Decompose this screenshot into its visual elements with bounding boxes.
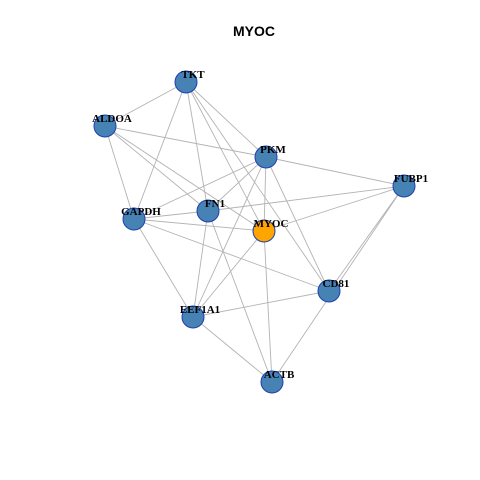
node-fn1: FN1 <box>196 198 225 223</box>
plot-title: MYOC <box>233 23 275 39</box>
node-circle-fn1 <box>196 199 220 223</box>
edge-pkm-gapdh <box>133 156 267 220</box>
node-actb: ACTB <box>260 369 295 394</box>
node-aldoa: ALDOA <box>92 113 132 138</box>
node-label-fn1: FN1 <box>205 198 225 210</box>
node-label-pkm: PKM <box>260 144 286 156</box>
node-label-tkt: TKT <box>181 69 205 81</box>
edge-myoc-actb <box>263 230 273 383</box>
node-pkm: PKM <box>254 144 286 169</box>
node-label-eef1a1: EEF1A1 <box>180 304 220 316</box>
edge-cd81-eef1a1 <box>192 290 330 318</box>
edge-myoc-eef1a1 <box>192 230 265 318</box>
node-circle-gapdh <box>122 207 146 231</box>
edge-fn1-eef1a1 <box>192 210 209 318</box>
node-circle-fubp1 <box>392 174 416 198</box>
edge-aldoa-pkm <box>104 125 267 158</box>
edge-aldoa-gapdh <box>104 125 135 220</box>
edge-tkt-aldoa <box>104 81 187 127</box>
node-gapdh: GAPDH <box>121 206 161 231</box>
node-tkt: TKT <box>174 69 205 94</box>
node-label-myoc: MYOC <box>254 218 289 230</box>
node-label-aldoa: ALDOA <box>92 113 132 125</box>
node-fubp1: FUBP1 <box>392 173 428 198</box>
node-myoc: MYOC <box>252 218 289 243</box>
node-circle-tkt <box>174 70 198 94</box>
edge-pkm-fn1 <box>207 156 267 212</box>
edge-fn1-actb <box>207 210 273 383</box>
edge-tkt-myoc <box>185 81 265 232</box>
node-circle-cd81 <box>317 279 341 303</box>
node-circle-pkm <box>254 145 278 169</box>
node-cd81: CD81 <box>317 278 350 303</box>
edge-gapdh-fn1 <box>133 210 209 220</box>
edge-layer <box>104 81 405 383</box>
edge-fubp1-cd81 <box>328 185 405 292</box>
edge-pkm-myoc <box>263 156 267 232</box>
node-label-fubp1: FUBP1 <box>394 173 428 185</box>
node-circle-myoc <box>252 219 276 243</box>
node-label-cd81: CD81 <box>323 278 350 290</box>
edge-pkm-fubp1 <box>265 156 405 187</box>
edge-aldoa-myoc <box>104 125 265 232</box>
edge-tkt-cd81 <box>185 81 330 292</box>
node-circle-actb <box>260 370 284 394</box>
node-circle-eef1a1 <box>181 305 205 329</box>
node-eef1a1: EEF1A1 <box>180 304 220 329</box>
node-label-gapdh: GAPDH <box>121 206 161 218</box>
edge-eef1a1-actb <box>192 316 273 383</box>
edge-gapdh-myoc <box>133 218 265 232</box>
edge-tkt-pkm <box>185 81 267 158</box>
node-label-actb: ACTB <box>264 369 295 381</box>
edge-tkt-fn1 <box>185 81 209 212</box>
edge-fubp1-myoc <box>263 185 405 232</box>
edge-gapdh-eef1a1 <box>133 218 194 318</box>
edge-pkm-eef1a1 <box>192 156 267 318</box>
node-circle-aldoa <box>93 114 117 138</box>
edge-fubp1-fn1 <box>207 185 405 212</box>
edge-gapdh-cd81 <box>133 218 330 292</box>
edge-pkm-cd81 <box>265 156 330 292</box>
edge-aldoa-fn1 <box>104 125 209 212</box>
edge-tkt-gapdh <box>133 81 187 220</box>
